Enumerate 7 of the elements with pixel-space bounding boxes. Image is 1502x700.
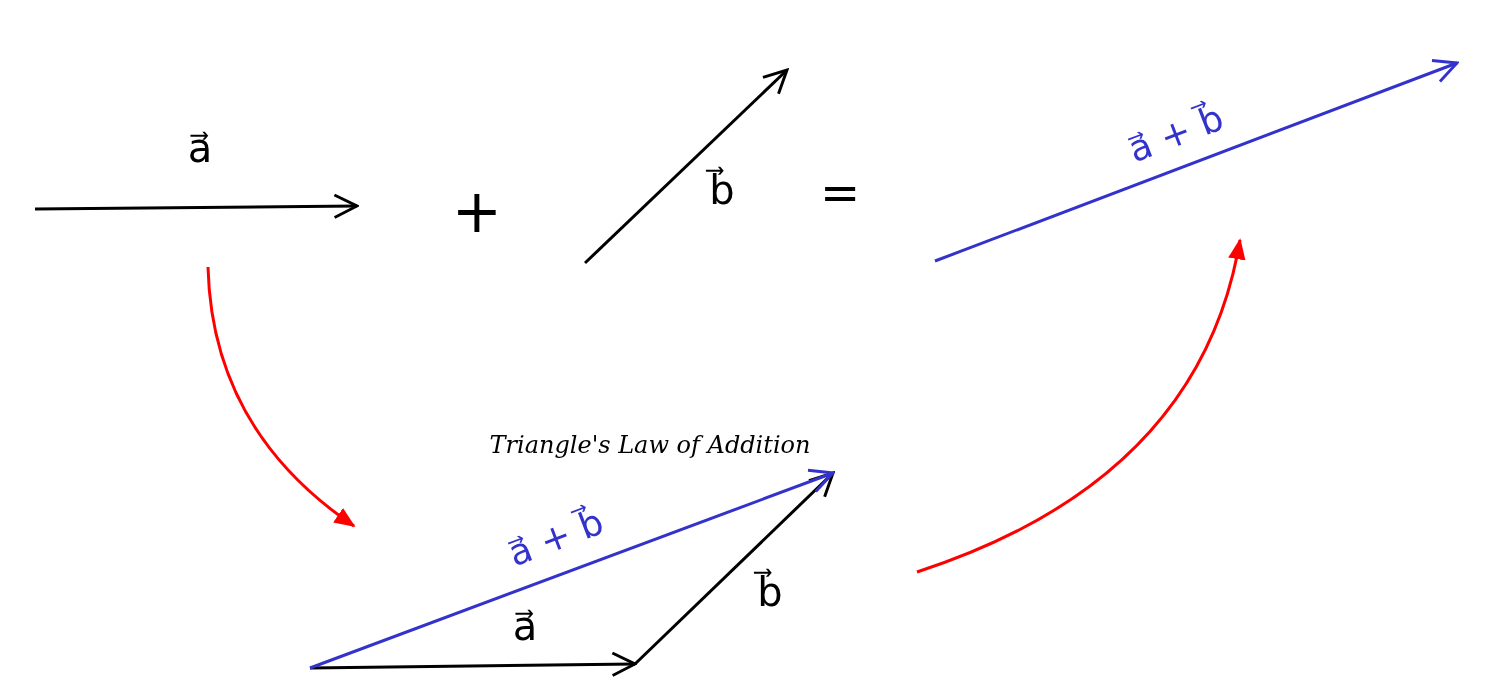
vector-label: a⃗: [187, 128, 213, 168]
caption: Triangle's Law of Addition: [489, 433, 811, 457]
vector-sum-label: a⃗ + b⃗: [1123, 99, 1229, 169]
vector-sum-label: a⃗ + b⃗: [503, 503, 609, 573]
vector-label: a⃗: [512, 606, 538, 646]
equals-sign: =: [819, 168, 861, 216]
plus-sign: +: [451, 181, 503, 241]
